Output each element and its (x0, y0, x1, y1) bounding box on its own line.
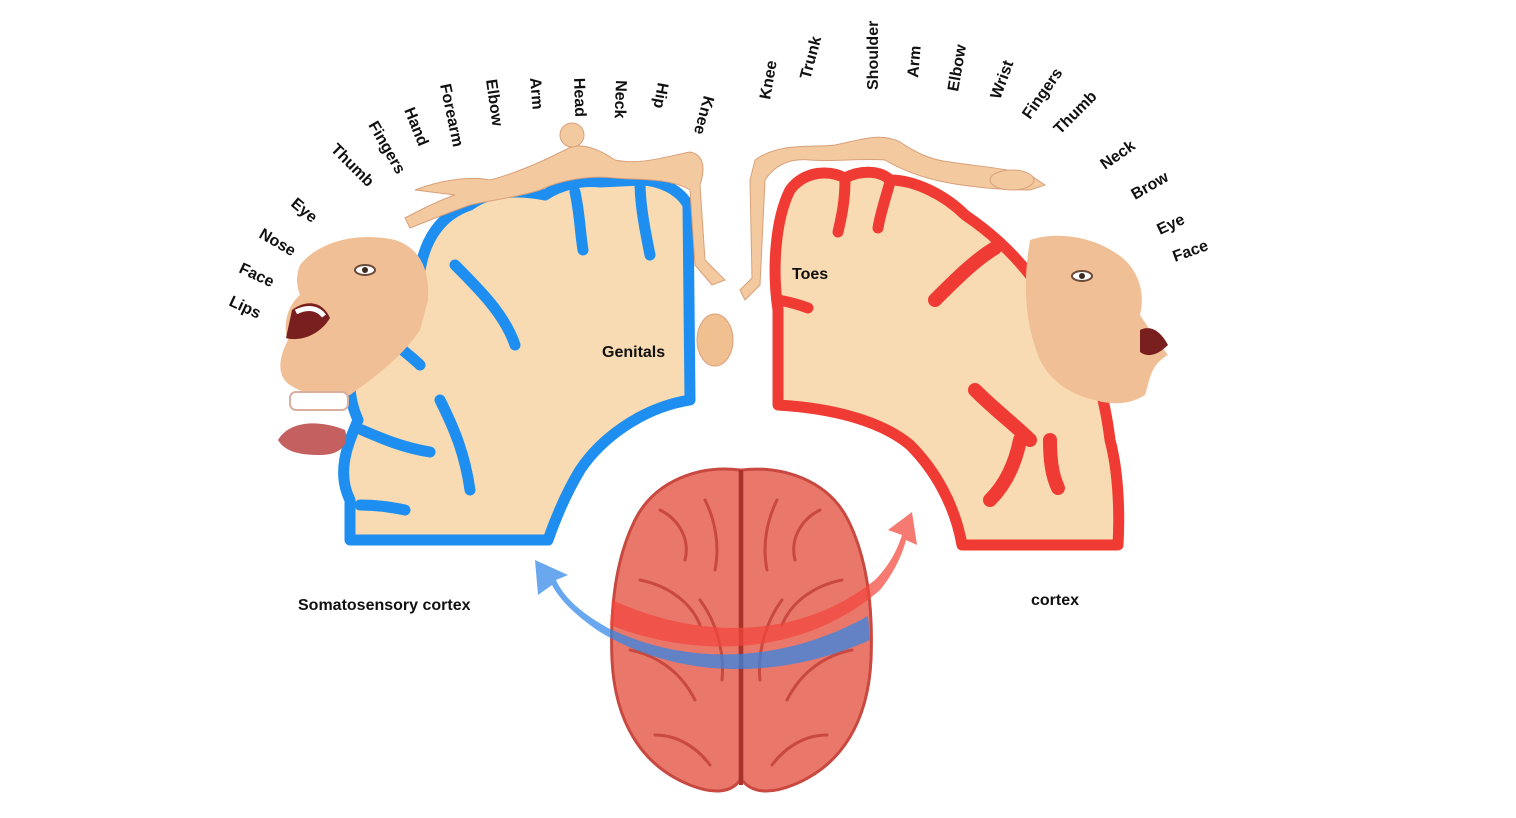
left-arc-label-eye: Eye (287, 195, 320, 226)
curved-arrow-left-icon (535, 560, 870, 670)
right-caption: cortex (1031, 592, 1079, 609)
left-arc-label-thumb: Thumb (327, 141, 377, 191)
left-sulcus-6 (354, 499, 411, 516)
right-arc-label-trunk: Trunk (797, 34, 825, 81)
left-arc-label-head: Head (570, 78, 588, 118)
right-arc-label-eye: Eye (1155, 211, 1188, 238)
left-arc-label-hand: Hand (400, 105, 431, 148)
left-arc-label-lips: Lips (226, 293, 263, 322)
right-sulcus-3 (928, 241, 1002, 307)
right-arc-label-elbow: Elbow (945, 43, 970, 93)
homunculus-arm-icon (404, 122, 734, 367)
left-sulcus-3 (634, 176, 656, 261)
left-hemisphere: Genitals (338, 174, 696, 546)
right-arc-label-shoulder: Shoulder (865, 21, 882, 90)
left-arc-label-face: Face (236, 260, 276, 291)
left-arc-label-hip: Hip (650, 81, 671, 110)
homunculus-face-icon-right (1025, 235, 1168, 404)
left-arc-label-fingers: Fingers (365, 119, 409, 178)
left-sulcus-2 (569, 186, 589, 256)
left-arc-label-neck: Neck (611, 80, 629, 119)
right-sulcus-4 (968, 383, 1065, 507)
left-inner-label: Genitals (602, 344, 665, 361)
left-caption: Somatosensory cortex (298, 597, 471, 614)
right-arc-label-wrist: Wrist (988, 58, 1018, 102)
curved-arrow-right-icon (610, 512, 917, 647)
right-arc-label-knee: Knee (757, 59, 781, 101)
right-arc-label-face: Face (1171, 237, 1211, 265)
right-arc-label-brow: Brow (1129, 168, 1173, 203)
left-arc-label-elbow: Elbow (482, 78, 505, 128)
right-inner-label: Toes (792, 266, 828, 283)
right-arc-label-thumb: Thumb (1051, 88, 1101, 138)
homunculus-face-icon (278, 237, 429, 455)
left-sulcus-5 (356, 394, 476, 496)
right-sulcus-5 (772, 294, 814, 314)
homunculus-leg-icon (739, 136, 1047, 301)
left-arc-label-forearm: Forearm (436, 82, 466, 148)
left-sulcus-1 (449, 259, 521, 351)
right-sulcus-2 (872, 176, 896, 234)
right-arc-label-neck: Neck (1098, 137, 1139, 173)
left-arc-label-knee: Knee (690, 94, 717, 136)
left-arc-label-arm: Arm (526, 77, 546, 110)
left-arc-label-nose: Nose (256, 226, 298, 260)
right-arc-label-fingers: Fingers (1019, 65, 1066, 122)
right-sulcus-1 (832, 174, 851, 238)
right-arc-label-arm: Arm (905, 45, 925, 78)
